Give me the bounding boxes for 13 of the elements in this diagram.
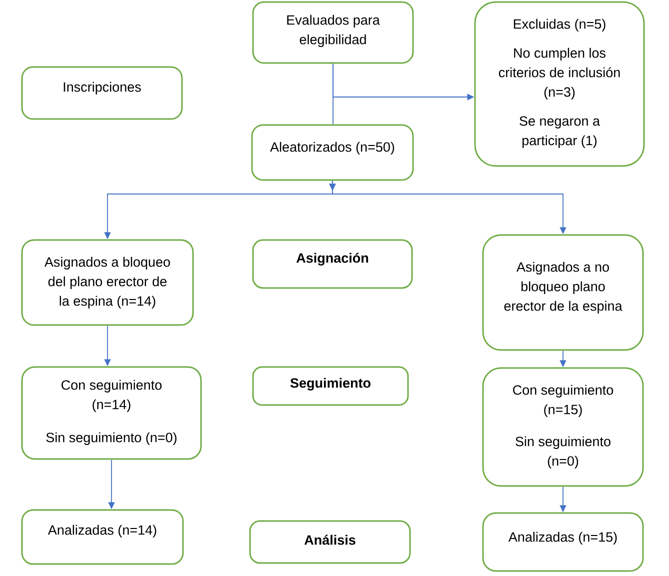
process-box: Con seguimiento (n=15) Sin seguimiento (n=0) — [482, 367, 644, 487]
stage-box: Inscripciones — [21, 66, 183, 120]
process-box: Excluidas (n=5) No cumplen los criterios de inclusión (n=3) Se negaron a participar (1) — [474, 1, 645, 167]
stage-box: Asignación — [252, 239, 413, 289]
process-box: Asignados a no bloqueo plano erector de la espina — [482, 234, 644, 351]
stage-box: Seguimiento — [252, 366, 409, 406]
process-box: Aleatorizados (n=50) — [251, 124, 414, 181]
process-box: Evaluados para elegibilidad — [252, 1, 414, 64]
process-box: Asignados a bloqueo del plano erector de la espina (n=14) — [21, 239, 194, 326]
stage-box: Análisis — [249, 520, 411, 564]
process-box: Analizadas (n=14) — [21, 509, 184, 565]
process-box: Analizadas (n=15) — [482, 512, 644, 572]
process-box: Con seguimiento (n=14) Sin seguimiento (n=0) — [21, 366, 202, 460]
